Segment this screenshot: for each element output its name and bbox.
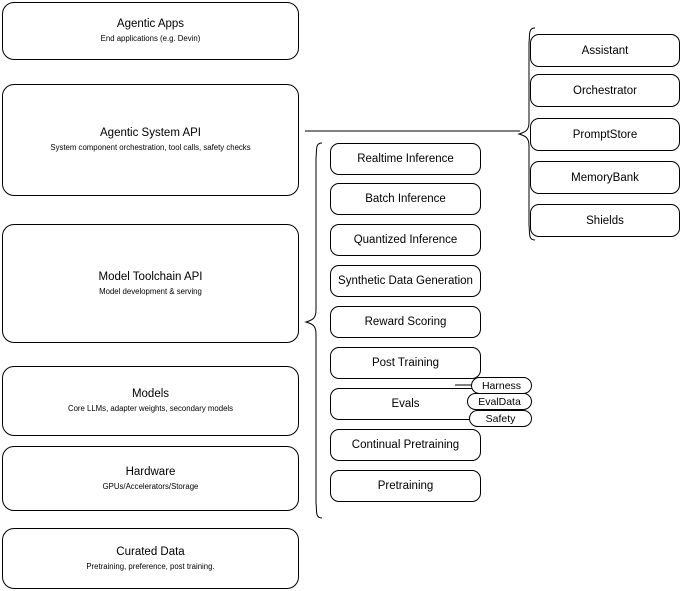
system-node-memorybank[interactable]: MemoryBank xyxy=(530,161,680,194)
stack-layer-agentic-apps[interactable]: Agentic Apps End applications (e.g. Devi… xyxy=(2,2,299,60)
toolchain-brace xyxy=(304,142,323,519)
stack-layer-title: Model Toolchain API xyxy=(98,270,203,283)
toolchain-node-post-training[interactable]: Post Training xyxy=(330,347,481,379)
stack-layer-subtitle: Pretraining, preference, post training. xyxy=(86,561,215,571)
eval-pill-evaldata[interactable]: EvalData xyxy=(467,393,532,410)
stack-layer-curated-data[interactable]: Curated Data Pretraining, preference, po… xyxy=(2,528,299,589)
stack-layer-title: Hardware xyxy=(125,465,176,478)
toolchain-node-continual-pretraining[interactable]: Continual Pretraining xyxy=(330,429,481,461)
system-node-promptstore[interactable]: PromptStore xyxy=(530,118,680,151)
stack-layer-title: Agentic Apps xyxy=(116,18,185,30)
system-node-orchestrator[interactable]: Orchestrator xyxy=(530,74,680,107)
stack-layer-subtitle: GPUs/Accelerators/Storage xyxy=(102,481,199,491)
toolchain-node-evals[interactable]: Evals xyxy=(330,388,481,420)
system-node-assistant[interactable]: Assistant xyxy=(530,34,680,67)
stack-layer-subtitle: Core LLMs, adapter weights, secondary mo… xyxy=(67,404,234,413)
stack-layer-title: Curated Data xyxy=(116,545,185,558)
stack-layer-subtitle: Model development & serving xyxy=(99,286,202,296)
eval-pill-harness[interactable]: Harness xyxy=(471,377,532,394)
stack-layer-subtitle: System component orchestration, tool cal… xyxy=(50,143,251,152)
eval-pill-safety[interactable]: Safety xyxy=(469,410,532,427)
stack-layer-agentic-system-api[interactable]: Agentic System API System component orch… xyxy=(2,84,299,196)
toolchain-node-reward-scoring[interactable]: Reward Scoring xyxy=(330,306,481,338)
stack-layer-title: Models xyxy=(131,388,170,400)
toolchain-node-pretraining[interactable]: Pretraining xyxy=(330,470,481,502)
stack-layer-subtitle: End applications (e.g. Devin) xyxy=(100,34,201,43)
toolchain-node-synthetic-data-generation[interactable]: Synthetic Data Generation xyxy=(330,265,481,297)
stack-layer-title: Agentic System API xyxy=(100,127,201,139)
stack-layer-hardware[interactable]: Hardware GPUs/Accelerators/Storage xyxy=(2,446,299,511)
stack-layer-models[interactable]: Models Core LLMs, adapter weights, secon… xyxy=(2,366,299,436)
toolchain-node-batch-inference[interactable]: Batch Inference xyxy=(330,183,481,215)
toolchain-node-realtime-inference[interactable]: Realtime Inference xyxy=(330,143,481,175)
stack-layer-model-toolchain-api[interactable]: Model Toolchain API Model development & … xyxy=(2,224,299,343)
toolchain-node-quantized-inference[interactable]: Quantized Inference xyxy=(330,224,481,256)
system-node-shields[interactable]: Shields xyxy=(530,204,680,237)
